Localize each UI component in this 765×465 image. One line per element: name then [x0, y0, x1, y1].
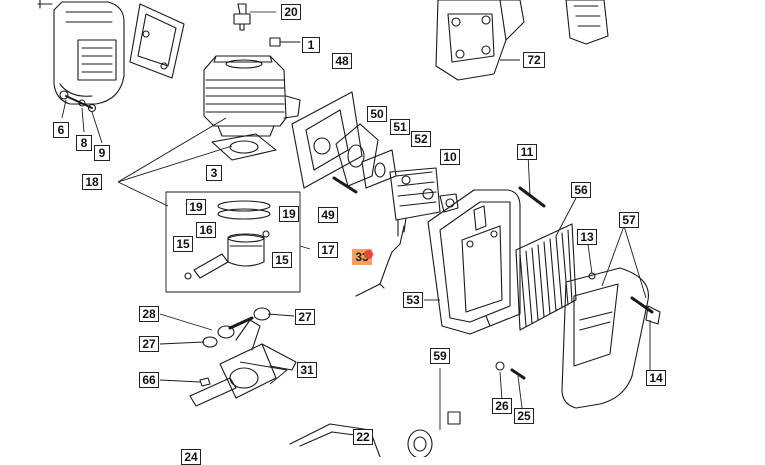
cover-knob-part [630, 296, 661, 325]
callout-57: 57 [619, 212, 639, 228]
callout-27-left: 27 [139, 336, 159, 352]
clutch-part [407, 411, 461, 457]
callout-20: 20 [281, 4, 301, 20]
key-part [199, 377, 211, 387]
leader-lines [61, 59, 651, 430]
callout-50: 50 [367, 106, 387, 122]
callout-14: 14 [646, 370, 666, 386]
callout-8: 8 [76, 135, 92, 151]
callout-1: 1 [302, 37, 320, 53]
hotspot-marker [364, 250, 373, 259]
callout-19-top: 19 [186, 199, 206, 215]
callout-66: 66 [139, 372, 159, 388]
callout-27-right: 27 [295, 309, 315, 325]
crankshaft-part [189, 319, 297, 407]
callout-31: 31 [297, 362, 317, 378]
callout-48: 48 [332, 53, 352, 69]
muffler-part [37, 0, 125, 105]
air-filter-housing-part [427, 189, 521, 335]
callout-56: 56 [571, 182, 591, 198]
callout-15-right: 15 [272, 252, 292, 268]
piston-rings-part [217, 200, 271, 220]
callout-22: 22 [353, 429, 373, 445]
intake-gasket-part [291, 91, 363, 189]
callout-19-right: 19 [279, 206, 299, 222]
choke-rod-part [355, 225, 405, 297]
washer-bolt-part [495, 361, 526, 380]
callout-9: 9 [94, 145, 110, 161]
callout-52: 52 [411, 131, 431, 147]
callout-18: 18 [82, 174, 102, 190]
callout-28: 28 [139, 306, 159, 322]
piston-part [227, 233, 265, 267]
callout-13: 13 [577, 229, 597, 245]
piston-pin-part [193, 253, 229, 279]
callout-51: 51 [390, 119, 410, 135]
callout-11: 11 [517, 144, 537, 160]
callout-10: 10 [440, 149, 460, 165]
crankcase-half-part [565, 0, 609, 45]
air-filter-cover-part [561, 267, 649, 409]
callout-53: 53 [403, 292, 423, 308]
callout-3: 3 [206, 165, 222, 181]
cylinder-gasket-part [211, 133, 277, 161]
callout-16: 16 [196, 222, 216, 238]
callout-17: 17 [318, 242, 338, 258]
cylinder-part [203, 55, 301, 137]
muffler-gasket-part [129, 3, 185, 79]
long-screw-part [332, 176, 358, 194]
screw-washer-set-part [59, 90, 97, 113]
carburetor-part [389, 167, 441, 237]
air-filter-element-part [515, 223, 577, 331]
callout-26: 26 [492, 398, 512, 414]
piston-clip-part [184, 230, 270, 280]
callout-24: 24 [181, 449, 201, 465]
crankcase-bottom-part [289, 423, 381, 457]
air-filter-screw-part [518, 186, 546, 208]
callout-49: 49 [318, 207, 338, 223]
callout-15-left: 15 [173, 236, 193, 252]
crankcase-part [435, 0, 525, 81]
bolt-part [269, 37, 301, 47]
spark-plug-part [233, 3, 277, 31]
piston-kit-box [165, 191, 301, 293]
callout-6: 6 [53, 122, 69, 138]
callout-25: 25 [514, 408, 534, 424]
callout-72: 72 [523, 52, 545, 68]
callout-59: 59 [430, 348, 450, 364]
